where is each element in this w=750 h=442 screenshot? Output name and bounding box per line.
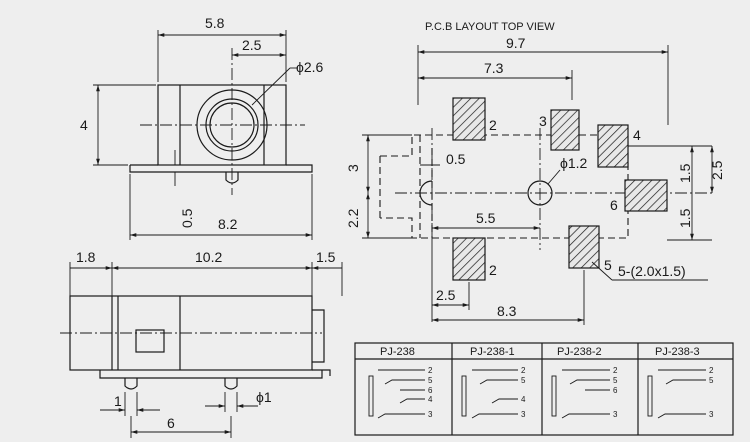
svg-text:6: 6 bbox=[428, 386, 433, 395]
svg-text:2: 2 bbox=[613, 366, 618, 375]
dim-0-5: 0.5 bbox=[446, 151, 466, 167]
svg-text:2: 2 bbox=[709, 366, 714, 375]
pcb-layout: P.C.B LAYOUT TOP VIEW 9.7 7.3 2 3 4 6 bbox=[345, 21, 725, 325]
dim-height: 4 bbox=[80, 117, 88, 133]
svg-text:3: 3 bbox=[521, 410, 526, 419]
dim-2-5-right: 2.5 bbox=[709, 160, 725, 180]
model-header: PJ-238-1 bbox=[470, 346, 515, 358]
dim-1-5-bottom: 1.5 bbox=[677, 208, 693, 228]
svg-text:2: 2 bbox=[521, 366, 526, 375]
dim-pin-dia: ϕ1 bbox=[256, 389, 272, 405]
pin-label: 5 bbox=[604, 257, 612, 273]
side-view: 5.8 2.5 ϕ2.6 4 0.5 8.2 bbox=[80, 15, 324, 240]
dim-8-3: 8.3 bbox=[497, 303, 517, 319]
svg-text:3: 3 bbox=[709, 410, 714, 419]
model-header: PJ-238-3 bbox=[655, 346, 700, 358]
dim-1-5-top: 1.5 bbox=[677, 163, 693, 183]
svg-text:4: 4 bbox=[428, 395, 433, 404]
svg-text:3: 3 bbox=[613, 410, 618, 419]
schematic-pj-238: 2 5 6 4 3 bbox=[368, 366, 433, 419]
svg-text:5: 5 bbox=[428, 376, 433, 385]
schematic-pj-238-2: 2 5 6 3 bbox=[551, 366, 618, 419]
svg-text:3: 3 bbox=[428, 410, 433, 419]
schematic-pj-238-1: 2 5 4 3 bbox=[461, 366, 526, 419]
svg-text:5: 5 bbox=[709, 376, 714, 385]
dim-right: 1.5 bbox=[316, 249, 336, 265]
dim-hole: ϕ1.2 bbox=[560, 155, 588, 171]
dim-foot: 0.5 bbox=[179, 208, 195, 228]
dim-2-5-bottom: 2.5 bbox=[436, 287, 456, 303]
model-header: PJ-238-2 bbox=[557, 346, 602, 358]
pcb-title: P.C.B LAYOUT TOP VIEW bbox=[425, 21, 555, 33]
dim-length: 10.2 bbox=[195, 249, 222, 265]
pin-label: 2 bbox=[489, 117, 497, 133]
dim-width: 5.8 bbox=[205, 15, 225, 31]
dim-pin: 1 bbox=[114, 393, 122, 409]
dim-offset: 2.5 bbox=[242, 37, 262, 53]
svg-text:4: 4 bbox=[521, 395, 526, 404]
dim-left: 1.8 bbox=[76, 249, 96, 265]
svg-text:5: 5 bbox=[521, 376, 526, 385]
pin-label: 2 bbox=[489, 262, 497, 278]
svg-text:6: 6 bbox=[613, 386, 618, 395]
dim-3: 3 bbox=[345, 164, 361, 172]
pin-label: 4 bbox=[633, 127, 641, 143]
dim-2-2: 2.2 bbox=[345, 208, 361, 228]
svg-text:5: 5 bbox=[613, 376, 618, 385]
schematic-pj-238-3: 2 5 3 bbox=[647, 366, 714, 419]
dim-pitch: 6 bbox=[167, 415, 175, 431]
dim-5-5: 5.5 bbox=[476, 210, 496, 226]
dim-mid: 7.3 bbox=[484, 60, 504, 76]
pin-label: 3 bbox=[539, 113, 547, 129]
dim-hole: ϕ2.6 bbox=[296, 59, 324, 75]
dim-total: 8.2 bbox=[218, 216, 238, 232]
pad-spec: 5-(2.0x1.5) bbox=[618, 263, 686, 279]
model-header: PJ-238 bbox=[380, 346, 415, 358]
schematic-table: PJ-238 PJ-238-1 PJ-238-2 PJ-238-3 2 5 6 … bbox=[354, 342, 734, 436]
pin-label: 6 bbox=[610, 197, 618, 213]
svg-text:2: 2 bbox=[428, 366, 433, 375]
front-view: 1.8 10.2 1.5 1 ϕ1 6 bbox=[60, 249, 343, 438]
dim-total: 9.7 bbox=[506, 35, 526, 51]
